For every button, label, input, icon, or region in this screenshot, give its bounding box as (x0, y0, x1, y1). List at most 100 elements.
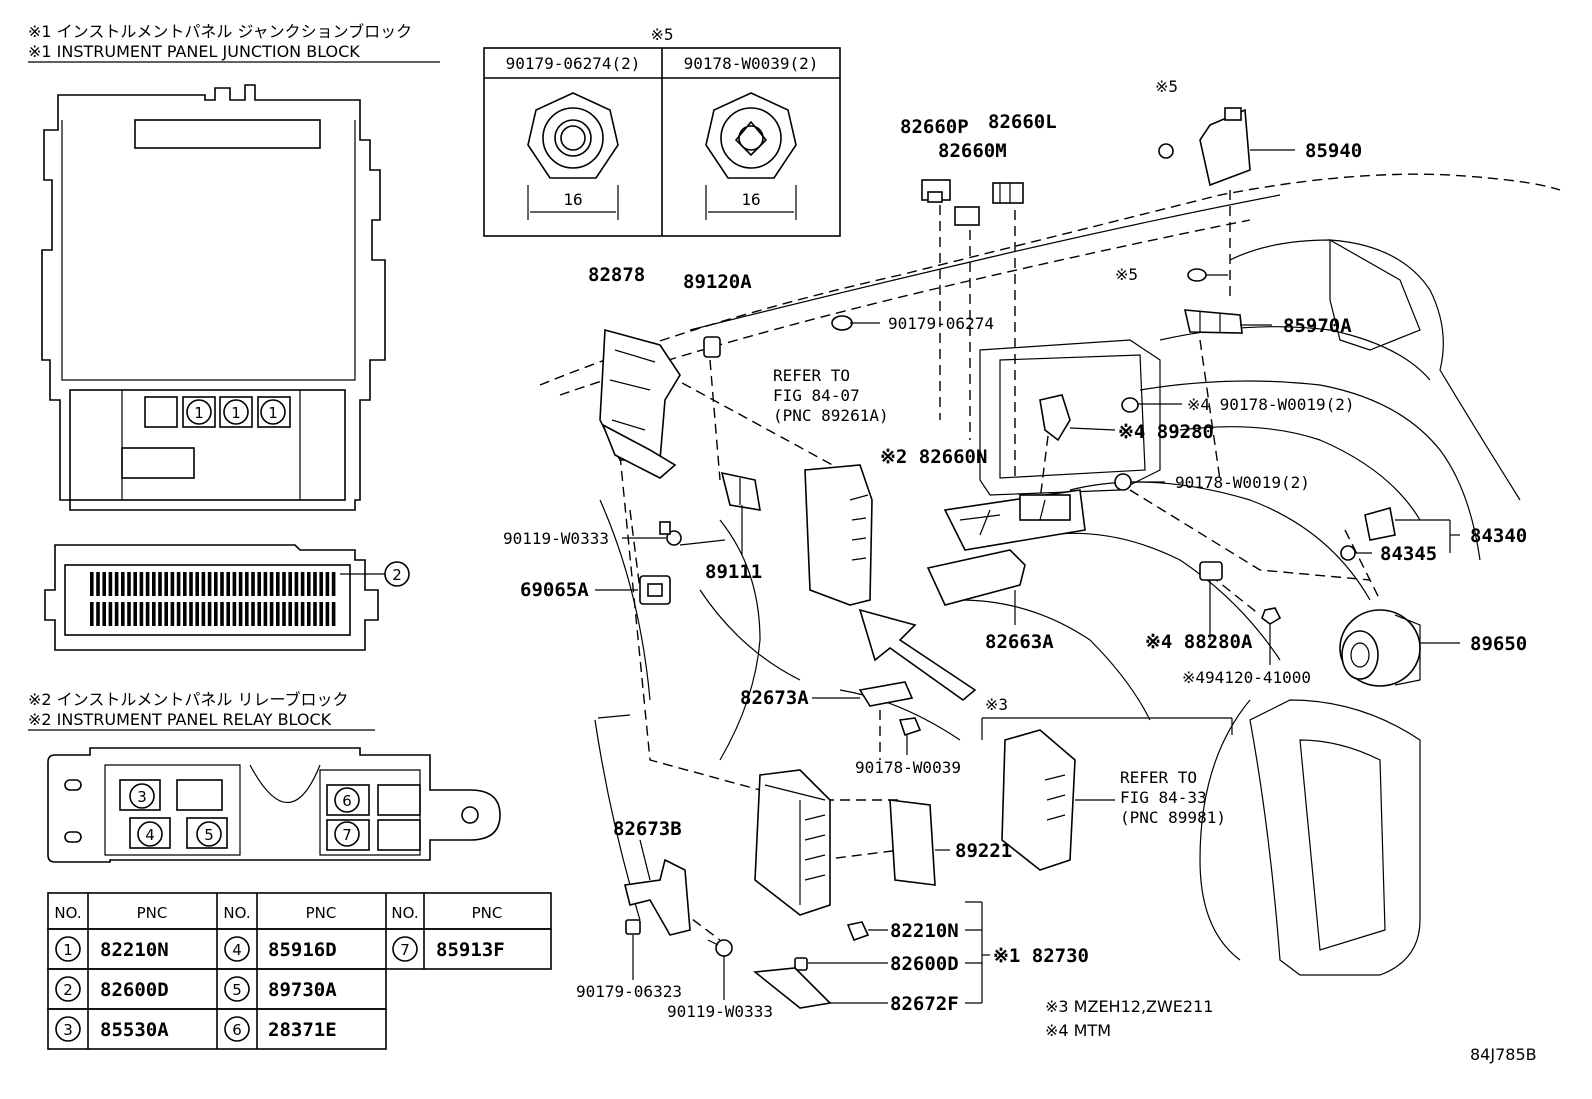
label-89280: ※4 89280 (1118, 421, 1214, 443)
relay-block-title-jp: ※2 インストルメントパネル リレーブロック (28, 690, 348, 709)
refer-fig-84-07: (PNC 89261A) (773, 406, 889, 425)
vent-slat (90, 602, 94, 626)
note-5: ※5 (1155, 77, 1178, 96)
part-90179-06323-nut (625, 919, 641, 935)
part-89221-module (889, 799, 936, 886)
vent-slat (183, 572, 187, 596)
part-89111-sensor (720, 471, 761, 511)
label-82672F: 82672F (890, 993, 959, 1015)
table-no: 3 (63, 1021, 73, 1039)
vent-slat (201, 572, 206, 596)
label-89650: 89650 (1470, 633, 1527, 655)
label-82878: 82878 (588, 264, 645, 286)
vent-slat (313, 572, 317, 596)
instrument-panel-outline (539, 173, 1561, 976)
part-90119-W0333-bolt (659, 521, 682, 546)
table-no-marker (224, 1016, 250, 1042)
vent-slat (108, 602, 113, 626)
table-header-no: NO. (54, 904, 81, 922)
nut-table-note: ※5 (650, 25, 673, 44)
vent-slat (164, 602, 168, 626)
vent-slat (263, 572, 268, 596)
refer-fig-84-07: FIG 84-07 (773, 386, 860, 405)
part-82660L-connector (992, 182, 1024, 204)
vent-slat (300, 572, 305, 596)
vent-slat (139, 602, 144, 626)
vent-slat (176, 602, 181, 626)
relay-block-title-en: ※2 INSTRUMENT PANEL RELAY BLOCK (28, 710, 332, 729)
circle-marker-1 (260, 399, 286, 425)
vent-slat (238, 572, 243, 596)
table-no: 6 (232, 1021, 242, 1039)
circle-marker-1 (223, 399, 249, 425)
vent-slat (288, 602, 292, 626)
table-no-marker (392, 936, 418, 962)
label-82730: ※1 82730 (993, 945, 1089, 967)
part-89650-motor (1339, 609, 1421, 687)
vent-slat (325, 602, 330, 626)
vent-slat (90, 572, 94, 596)
vent-slat (288, 572, 292, 596)
vent-slat (164, 572, 168, 596)
label-85940: 85940 (1305, 140, 1362, 162)
part-82673B-bracket (624, 858, 691, 936)
figure-code: 84J785B (1470, 1045, 1537, 1064)
table-pnc: 89730A (268, 979, 337, 1001)
refer-fig-84-33: FIG 84-33 (1120, 788, 1207, 807)
circle-marker-3 (129, 783, 155, 809)
table-no-marker (224, 976, 250, 1002)
vent-slat (195, 602, 199, 626)
vent-slat (207, 572, 212, 596)
vent-slat (245, 602, 249, 626)
label-84345: 84345 (1380, 543, 1437, 565)
vent-slat (189, 602, 193, 626)
label-82660P: 82660P (900, 116, 969, 138)
junction-block-bottom-view: 2 (44, 544, 410, 651)
part-85940-module (1158, 107, 1251, 187)
svg-text:1: 1 (194, 404, 204, 422)
vent-slat (170, 572, 175, 596)
circle-marker-5 (196, 821, 222, 847)
refer-fig-84-07: REFER TO (773, 366, 850, 385)
vent-slat (294, 572, 299, 596)
vent-slat (121, 602, 125, 626)
vent-slat (133, 602, 137, 626)
vent-slat (307, 572, 311, 596)
vent-slat (232, 572, 237, 596)
table-no-marker (224, 936, 250, 962)
vent-slat (232, 602, 237, 626)
part-84340-sensor (1340, 506, 1396, 561)
vent-slat (102, 572, 106, 596)
label-82663A: 82663A (985, 631, 1054, 653)
circle-marker-1 (186, 399, 212, 425)
junction-block-title-jp: ※1 インストルメントパネル ジャンクションブロック (28, 22, 412, 41)
vent-slat (145, 572, 150, 596)
table-header-no: NO. (391, 904, 418, 922)
table-no: 4 (232, 941, 242, 959)
svg-text:1: 1 (268, 404, 278, 422)
table-no: 1 (63, 941, 73, 959)
vent-slat (282, 602, 286, 626)
table-no-marker (55, 936, 81, 962)
vent-slat (158, 572, 162, 596)
vent-slat (121, 572, 125, 596)
vent-slat (152, 572, 156, 596)
vent-slat (294, 602, 299, 626)
note-3: ※3 (985, 695, 1008, 714)
refer-fig-84-33: REFER TO (1120, 768, 1197, 787)
svg-text:1: 1 (231, 404, 241, 422)
part-82210N-clip (846, 921, 870, 942)
label-82673B: 82673B (613, 818, 682, 840)
part-85970A-bracket (1183, 309, 1243, 334)
part-89280-sensor (1039, 394, 1139, 442)
part-82730-junction-block (754, 769, 831, 916)
vent-slat (251, 602, 255, 626)
label-90178-W0039: 90178-W0039 (855, 758, 961, 777)
label-82600D: 82600D (890, 953, 959, 975)
part-94120-41000-nut (1261, 607, 1282, 625)
vent-slat (214, 572, 218, 596)
vent-slat (307, 602, 311, 626)
svg-text:7: 7 (342, 826, 352, 844)
vent-slat (331, 602, 336, 626)
